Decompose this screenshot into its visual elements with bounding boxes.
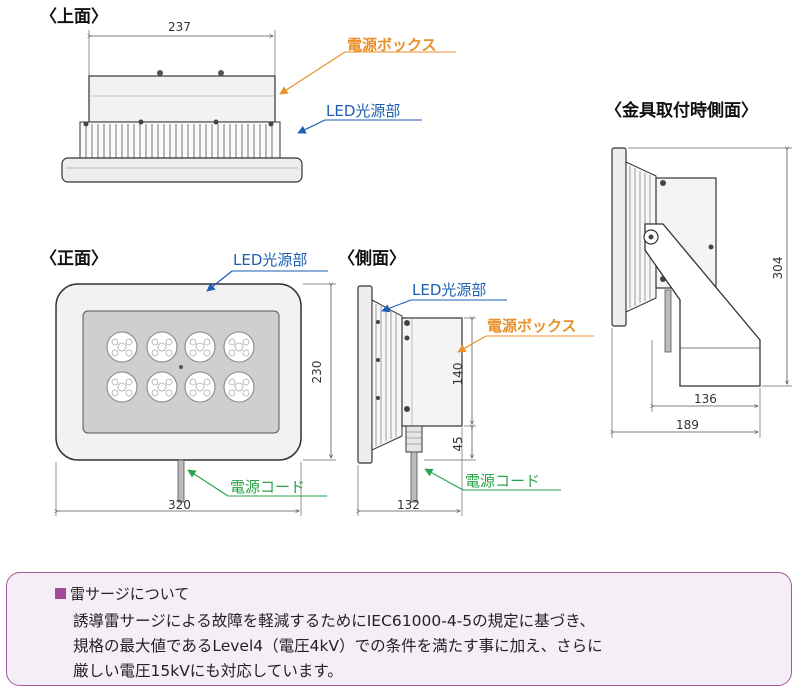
front-led-callout-line	[206, 270, 233, 292]
front-cord-callout: 電源コード	[230, 478, 305, 496]
top-view: 〈上面〉 237 電源ボックス LED光源部	[40, 6, 456, 183]
side-width-dimension: 132	[397, 498, 420, 512]
side-cable-gland	[405, 425, 423, 453]
front-width-dimension: 320	[168, 498, 191, 512]
led-module	[106, 331, 138, 363]
led-module	[146, 331, 178, 363]
side-45-dimension: 45	[451, 436, 465, 451]
lightning-surge-note: 雷サージについて 誘導雷サージによる故障を軽減するためにIEC61000-4-5…	[6, 572, 792, 686]
note-line: 誘導雷サージによる故障を軽減するためにIEC61000-4-5の規定に基づき、	[73, 612, 596, 630]
led-module	[223, 371, 255, 403]
led-module	[184, 331, 216, 363]
led-module-grid	[106, 331, 255, 403]
bracket-side-view: 〈金具取付時側面〉 304 136 189	[605, 100, 792, 438]
front-power-cord	[177, 459, 185, 503]
side-view: 〈側面〉 140 45 132 LED光源部	[338, 248, 594, 516]
bullet-square-icon	[55, 588, 66, 599]
led-module	[184, 371, 216, 403]
front-cord-callout-line	[187, 469, 229, 497]
front-view: 〈正面〉	[40, 248, 336, 516]
top-width-dimension: 237	[168, 20, 191, 34]
top-led-callout: LED光源部	[326, 102, 400, 120]
front-led-panel	[82, 310, 280, 434]
top-box-callout-line	[279, 51, 346, 95]
mounting-bracket	[644, 223, 761, 387]
led-module	[106, 371, 138, 403]
side-140-dimension: 140	[451, 363, 465, 386]
led-module	[223, 331, 255, 363]
side-cord-callout-line	[424, 468, 464, 491]
side-heat-sink	[371, 299, 403, 451]
front-view-title: 〈正面〉	[40, 248, 108, 269]
top-view-title: 〈上面〉	[40, 6, 108, 27]
note-line: 厳しい電圧15kVにも対応しています。	[73, 662, 343, 680]
front-led-callout: LED光源部	[233, 251, 307, 269]
front-height-dimension: 230	[310, 361, 324, 384]
bracket-front-plate	[611, 147, 627, 327]
side-led-callout: LED光源部	[412, 281, 486, 299]
top-power-box-callout: 電源ボックス	[347, 36, 437, 54]
side-box-callout-line	[457, 335, 487, 353]
top-power-box	[88, 75, 276, 123]
led-module	[146, 371, 178, 403]
bracket-189-dimension: 189	[676, 418, 699, 432]
bracket-136-dimension: 136	[694, 392, 717, 406]
top-heat-sink-fins	[79, 119, 281, 161]
side-power-cord	[410, 451, 418, 503]
side-led-callout-line	[381, 299, 412, 313]
side-cord-callout: 電源コード	[465, 472, 540, 490]
note-title: 雷サージについて	[55, 583, 189, 604]
bracket-view-title: 〈金具取付時側面〉	[605, 100, 758, 121]
top-front-frame	[61, 157, 303, 183]
top-led-callout-line	[297, 119, 326, 134]
side-view-title: 〈側面〉	[338, 248, 406, 269]
side-front-plate	[357, 285, 373, 464]
note-title-text: 雷サージについて	[70, 585, 190, 603]
note-line: 規格の最大値であるLevel4（電圧4kV）での条件を満たす事に加え、さらに	[73, 637, 603, 655]
note-body: 誘導雷サージによる故障を軽減するためにIEC61000-4-5の規定に基づき、 …	[73, 609, 773, 684]
side-power-box-callout: 電源ボックス	[487, 317, 577, 335]
bracket-height-dimension: 304	[771, 257, 785, 280]
